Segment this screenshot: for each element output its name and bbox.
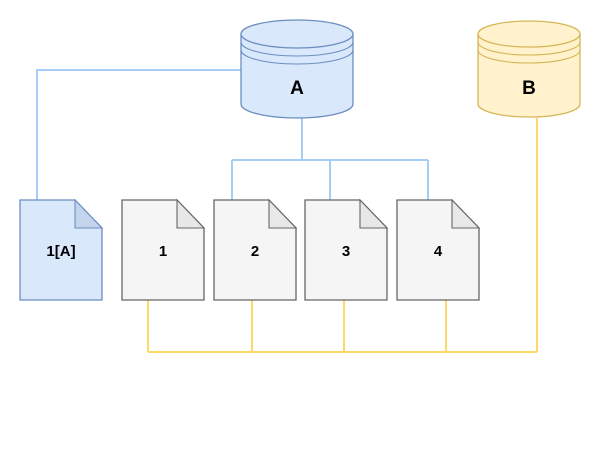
node-cylinder-b[interactable] [477, 20, 581, 118]
document-3-fold [359, 198, 389, 229]
node-document-4[interactable] [396, 198, 481, 301]
node-document-1a[interactable] [19, 198, 104, 301]
cylinder-b-rib-2 [477, 49, 581, 64]
cylinder-b-top [477, 20, 581, 48]
node-cylinder-a[interactable] [240, 19, 354, 119]
document-4-fold [451, 198, 481, 229]
cylinder-a-top [240, 19, 354, 49]
cylinder-b-body [477, 33, 581, 118]
cylinder-a-rib-2 [240, 49, 354, 65]
document-1-fold [176, 198, 206, 229]
node-document-1[interactable] [121, 198, 206, 301]
cylinder-a-body [240, 33, 354, 119]
node-document-3[interactable] [304, 198, 389, 301]
cylinder-a-rib-1 [240, 41, 354, 57]
edge-a-to-doc-1a[interactable] [36, 69, 241, 200]
document-1a-fold [74, 198, 104, 229]
cylinder-b-rib-1 [477, 41, 581, 56]
edge-layer [36, 69, 538, 353]
document-2-fold [268, 198, 298, 229]
node-document-2[interactable] [213, 198, 298, 301]
